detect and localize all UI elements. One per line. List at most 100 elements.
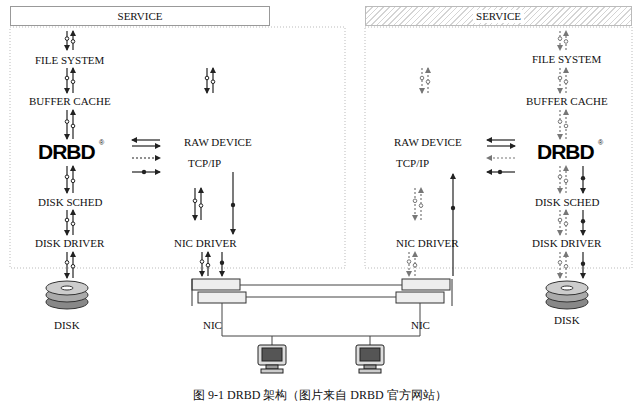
layer-label: FILE SYSTEM [35,54,104,67]
service-band: SERVICE [365,6,632,26]
layer-label: BUFFER CACHE [526,95,608,108]
flow-ring [65,76,69,80]
flow-ring [65,120,69,124]
nic-label: NIC [411,319,430,332]
nic-card [396,279,452,306]
flow-ring [65,261,69,265]
flow-arrow [66,110,67,139]
flow-ring [564,124,568,128]
flow-ring [564,80,568,84]
flow-dot [498,170,502,174]
flow-ring [420,76,424,80]
nic-label: NIC [203,319,222,332]
flow-ring [65,175,69,179]
flow-ring [206,263,210,267]
flow-arrow [66,252,67,278]
drbd-logo: DRBD [537,141,594,163]
flow-dot [581,219,585,223]
disk-icon [46,281,88,309]
flow-ring [558,120,562,124]
flow-ring [71,265,75,269]
client-monitor [356,345,384,373]
host-panel [365,27,632,268]
layer-label: BUFFER CACHE [29,95,111,108]
flow-arrow [487,145,515,146]
flow-arrow [487,139,515,140]
layer-label: FILE SYSTEM [532,53,601,66]
flow-arrow [66,210,67,235]
flow-ring [564,222,568,226]
flow-ring [558,76,562,80]
service-label: SERVICE [473,10,524,23]
flow-ring [558,261,562,265]
flow-dot [142,170,146,174]
layer-label: DISK SCHED [38,196,102,209]
disk-label: DISK [54,319,80,332]
flow-ring [426,80,430,84]
flow-arrow [132,145,160,146]
flow-ring [564,265,568,269]
nic-card [192,279,246,306]
flow-arrow [408,252,409,276]
flow-arrow [559,110,560,139]
disk-label: DISK [554,314,580,327]
flow-arrow [206,68,207,93]
flow-ring [71,222,75,226]
flow-ring [564,40,568,44]
layer-label: NIC DRIVER [396,237,459,250]
flow-ring [65,37,69,41]
layer-label: TCP/IP [188,157,221,170]
flow-arrow [66,68,67,93]
layer-label: TCP/IP [396,157,429,170]
disk-icon [546,281,588,309]
flow-ring [211,80,215,84]
flow-dot [581,262,585,266]
flow-ring [71,40,75,44]
flow-ring [407,260,411,264]
host-panel [10,27,345,268]
flow-arrow [559,68,560,93]
flow-ring [419,204,423,208]
flow-ring [205,76,209,80]
lan-bus [222,303,420,345]
flow-arrow [132,139,160,140]
network-cable [240,285,402,297]
flow-arrow [487,157,515,158]
figure-caption: 图 9-1 DRBD 架构（图片来自 DRBD 官方网站） [193,388,447,403]
flow-dot [451,206,455,210]
layer-label: RAW DEVICE [394,136,462,149]
flow-arrow [452,174,453,276]
flow-ring [71,80,75,84]
flow-ring [65,218,69,222]
flow-arrow [66,166,67,193]
flow-arrow [559,252,560,278]
service-label: SERVICE [115,10,166,23]
service-band: SERVICE [10,6,270,26]
flow-dot [581,176,585,180]
flow-ring [71,124,75,128]
flow-ring [193,199,197,203]
flow-dot [220,261,224,265]
flow-arrow [132,157,160,158]
layer-label: DISK DRIVER [532,237,601,250]
client-monitor [258,345,286,373]
layer-label: RAW DEVICE [184,136,252,149]
flow-ring [200,260,204,264]
flow-arrow [559,166,560,193]
layer-label: DISK SCHED [535,196,599,209]
flow-ring [199,204,203,208]
flow-ring [558,37,562,41]
flow-arrow [421,68,422,93]
flow-ring [413,199,417,203]
trademark-mark: ® [99,139,104,147]
flow-ring [413,263,417,267]
layer-label: NIC DRIVER [174,237,237,250]
flow-dot [231,203,235,207]
flow-arrow [201,252,202,276]
flow-ring [71,179,75,183]
flow-ring [564,179,568,183]
flow-arrow [559,210,560,235]
flow-arrow [194,188,195,220]
flow-ring [558,218,562,222]
flow-arrow [414,188,415,220]
